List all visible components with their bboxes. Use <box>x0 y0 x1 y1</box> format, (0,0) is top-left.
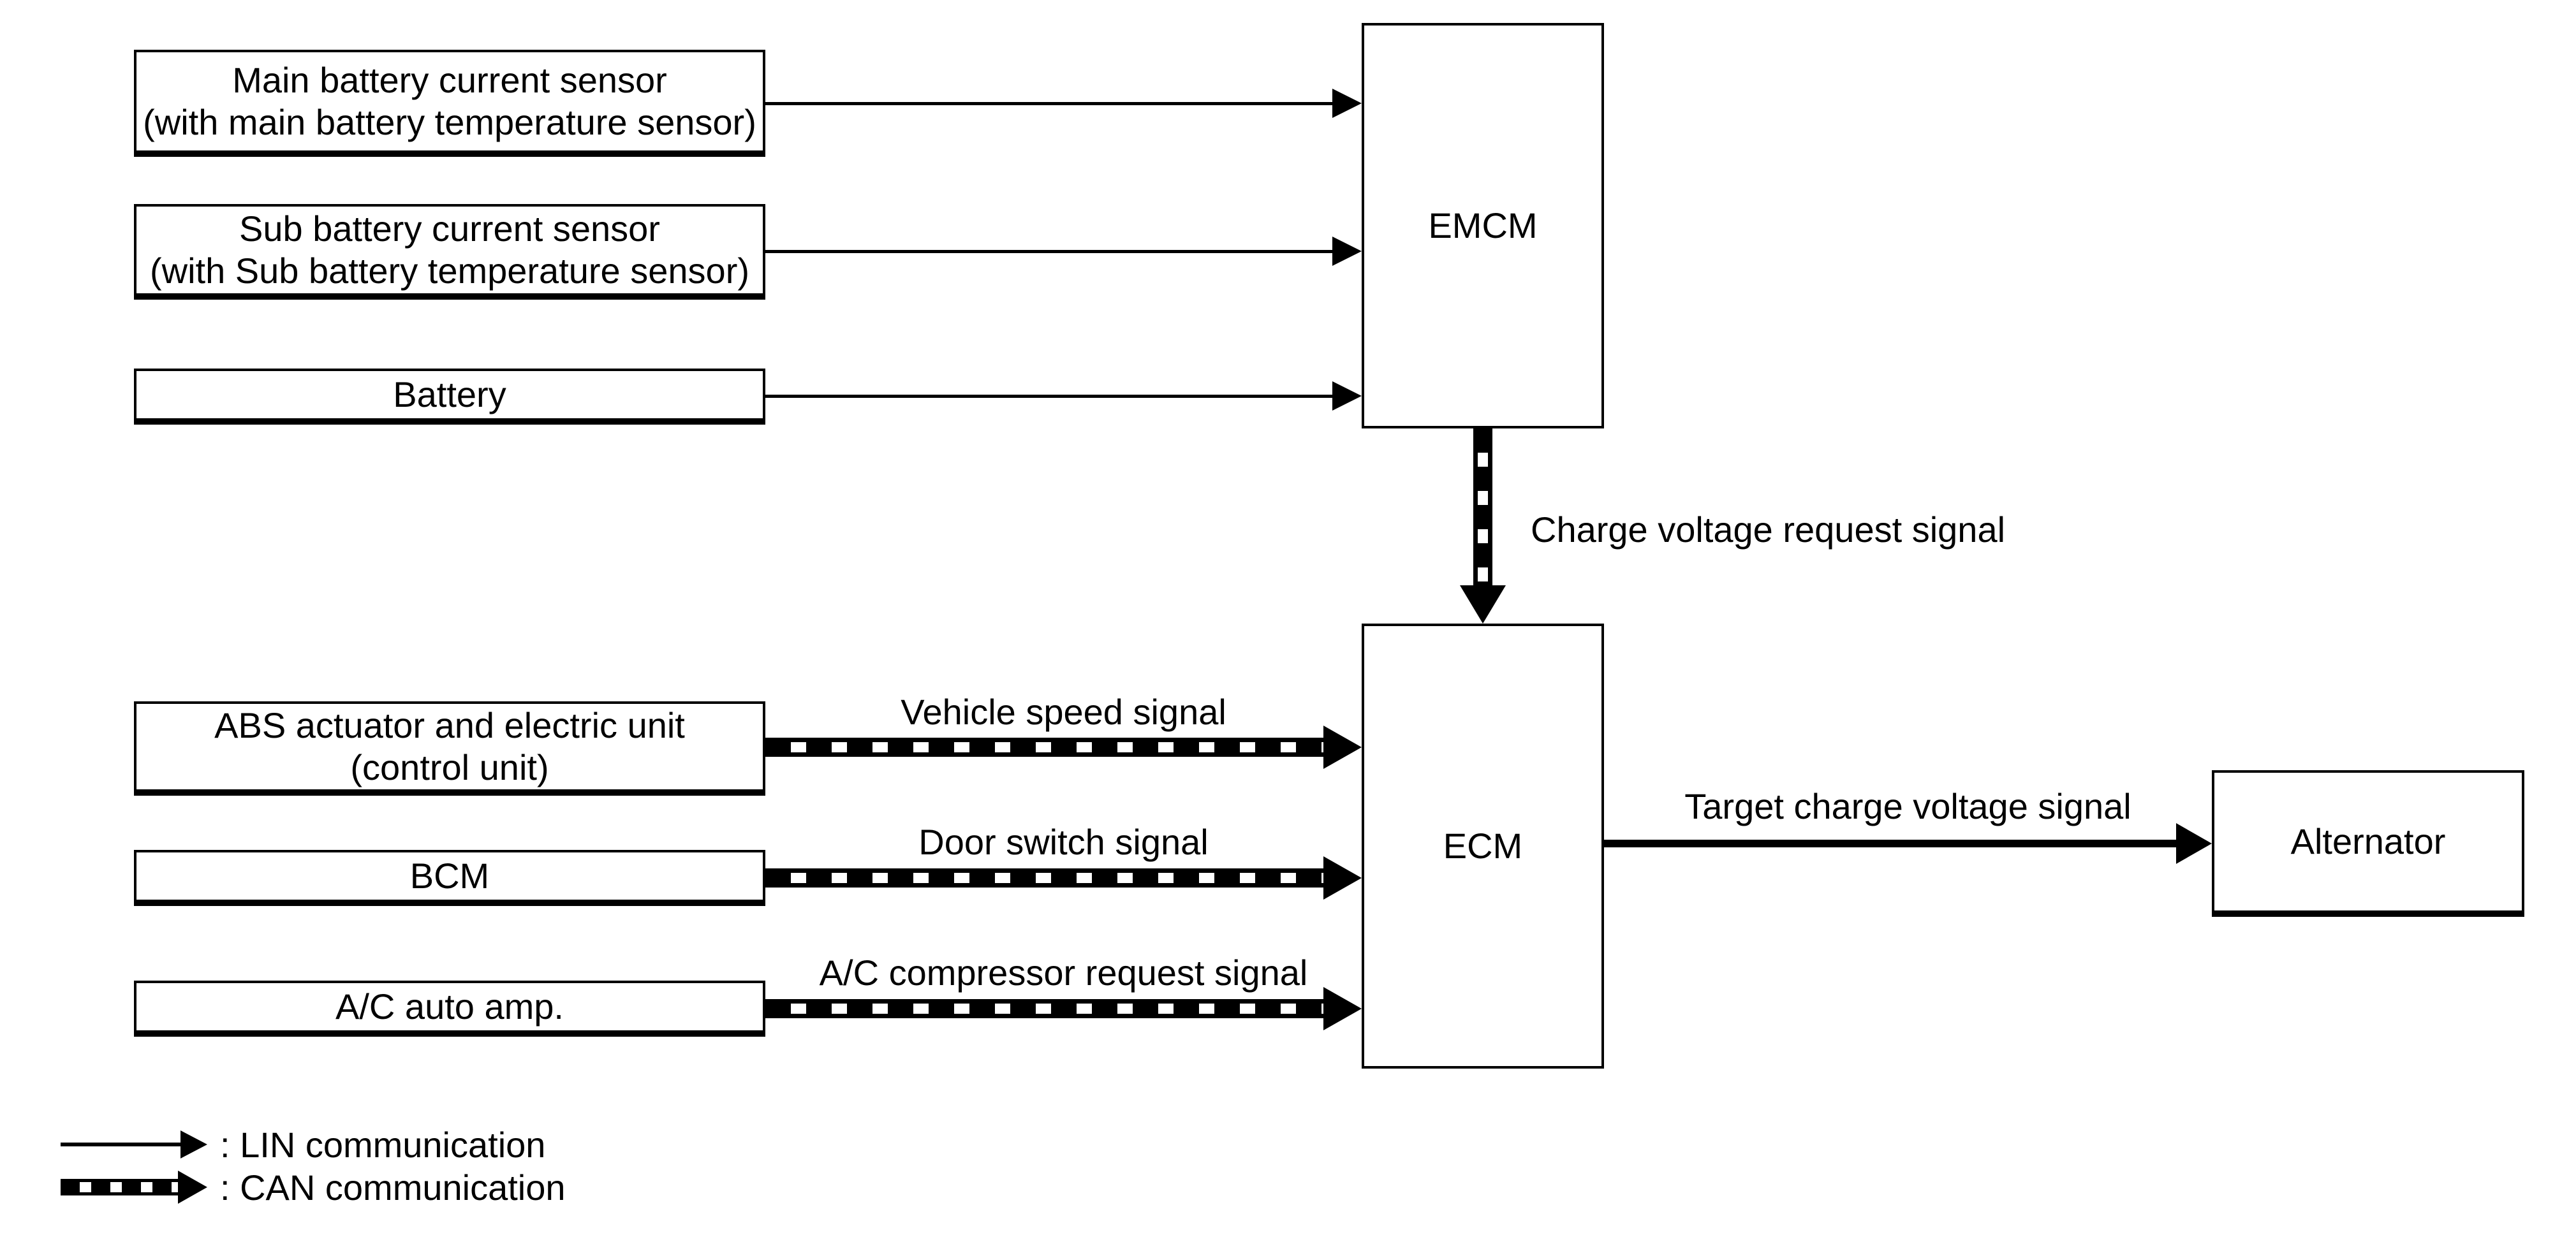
lin-arrow-sub-battery-to-emcm <box>765 237 1362 266</box>
node-label: EMCM <box>1428 205 1538 245</box>
node-label: BCM <box>409 856 490 896</box>
can-line-dashes <box>765 742 1325 752</box>
node-label: Sub battery current sensor <box>239 208 660 249</box>
arrowhead-right-icon <box>1323 987 1362 1030</box>
lin-arrow-battery-to-emcm <box>765 381 1362 411</box>
legend-can-label: : CAN communication <box>220 1167 566 1208</box>
can-arrow-abs-to-ecm <box>765 726 1362 769</box>
node-ac-auto-amp: A/C auto amp. <box>134 981 765 1037</box>
lin-line <box>765 102 1334 105</box>
arrowhead-right-icon <box>1332 89 1362 118</box>
signal-label-ac-compressor-request: A/C compressor request signal <box>819 953 1308 993</box>
lin-line <box>1604 840 2177 847</box>
can-line <box>1473 428 1492 587</box>
node-abs-actuator: ABS actuator and electric unit (control … <box>134 701 765 796</box>
node-label: Main battery current sensor <box>232 60 667 100</box>
node-main-battery-current-sensor: Main battery current sensor (with main b… <box>134 50 765 157</box>
node-sub-battery-current-sensor: Sub battery current sensor (with Sub bat… <box>134 204 765 300</box>
legend-lin-label: : LIN communication <box>220 1125 546 1165</box>
can-arrow-ac-amp-to-ecm <box>765 987 1362 1030</box>
node-label: (control unit) <box>350 747 549 787</box>
can-line-dashes <box>765 1004 1325 1014</box>
node-label: ABS actuator and electric unit <box>214 705 685 745</box>
node-label: Battery <box>393 374 506 414</box>
node-battery: Battery <box>134 369 765 425</box>
can-line <box>765 738 1325 757</box>
node-label: ECM <box>1443 826 1523 866</box>
legend-lin-arrow-icon <box>61 1130 207 1158</box>
can-line <box>61 1179 178 1195</box>
node-label: (with main battery temperature sensor) <box>143 102 756 142</box>
node-label: Alternator <box>2290 821 2446 861</box>
signal-label-door-switch: Door switch signal <box>918 822 1209 862</box>
lin-line <box>765 395 1334 398</box>
can-line-dashes <box>61 1182 178 1192</box>
node-ecm: ECM <box>1362 624 1604 1069</box>
lin-line <box>61 1143 182 1146</box>
arrowhead-right-icon <box>2176 823 2212 864</box>
can-line-dashes <box>765 873 1325 883</box>
node-label: A/C auto amp. <box>335 986 564 1027</box>
signal-label-charge-voltage-request: Charge voltage request signal <box>1531 509 2006 550</box>
arrowhead-down-icon <box>1460 585 1506 624</box>
node-bcm: BCM <box>134 850 765 906</box>
legend-can-arrow-icon <box>61 1171 207 1204</box>
arrowhead-right-icon <box>1332 237 1362 266</box>
lin-line <box>765 250 1334 253</box>
lin-arrow-main-battery-to-emcm <box>765 89 1362 118</box>
arrowhead-right-icon <box>180 1130 207 1158</box>
arrowhead-right-icon <box>1323 856 1362 900</box>
signal-label-target-charge-voltage: Target charge voltage signal <box>1684 786 2131 826</box>
node-label: (with Sub battery temperature sensor) <box>150 251 749 291</box>
can-arrow-bcm-to-ecm <box>765 856 1362 900</box>
signal-label-vehicle-speed: Vehicle speed signal <box>901 692 1226 732</box>
arrowhead-right-icon <box>1323 726 1362 769</box>
can-line <box>765 868 1325 888</box>
arrowhead-right-icon <box>178 1171 207 1204</box>
can-line-dashes <box>1478 428 1488 587</box>
arrowhead-right-icon <box>1332 381 1362 411</box>
node-emcm: EMCM <box>1362 23 1604 428</box>
node-alternator: Alternator <box>2212 770 2524 917</box>
can-arrow-emcm-to-ecm <box>1460 428 1506 624</box>
lin-arrow-ecm-to-alternator <box>1604 823 2212 864</box>
can-line <box>765 999 1325 1018</box>
